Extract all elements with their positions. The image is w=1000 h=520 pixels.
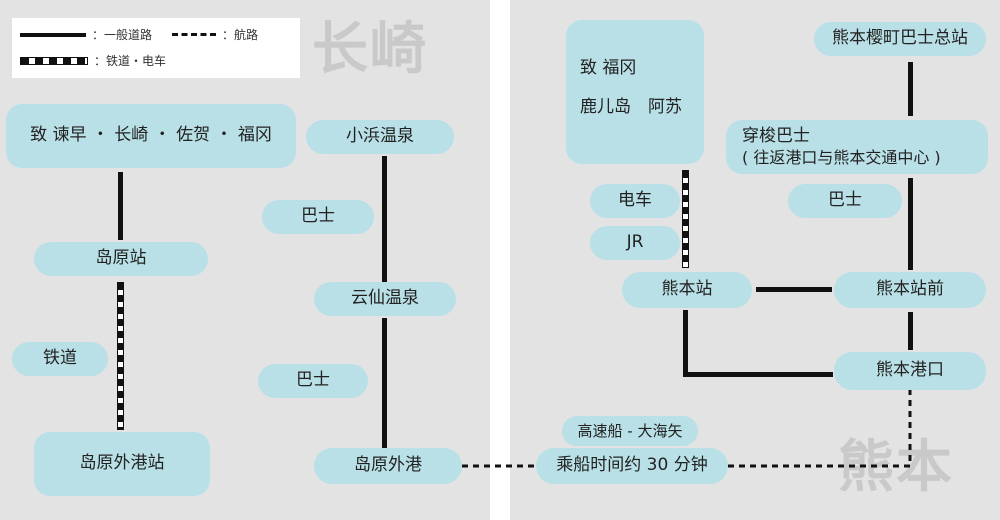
road-line: [118, 172, 123, 240]
kumamoto-station-front: 熊本站前: [834, 272, 986, 308]
destinations-box: 致 谏早 ・ 长崎 ・ 佐贺 ・ 福冈: [6, 104, 296, 168]
legend: ：一般道路 ：航路 ：铁道・电车: [12, 18, 300, 78]
road-line: [908, 178, 913, 270]
sea-route-line-icon: [172, 33, 216, 36]
kumamoto-port: 熊本港口: [834, 352, 986, 390]
bus-label: 巴士: [788, 184, 902, 218]
shimabara-port-station: 岛原外港站: [34, 432, 210, 496]
obama-onsen: 小浜温泉: [306, 120, 454, 154]
road-line: [908, 312, 913, 350]
road-line: [683, 372, 833, 377]
legend-sea: ：航路: [172, 26, 258, 43]
to-fukuoka-text: 致 福冈: [580, 58, 637, 78]
road-line: [756, 287, 832, 292]
sakuramachi-bus-terminal: 熊本樱町巴士总站: [814, 22, 986, 56]
bus-label: 巴士: [258, 364, 368, 398]
rail-line: [682, 170, 689, 268]
ferry-operator-label: 高速船 - 大海矢: [562, 416, 698, 446]
kumamoto-station: 熊本站: [622, 272, 752, 308]
legend-sea-label: ：航路: [222, 28, 259, 42]
region-label-nagasaki: 长崎: [312, 17, 428, 82]
shimabara-port: 岛原外港: [314, 448, 462, 484]
jr-label: JR: [590, 226, 680, 260]
legend-rail-label: ：铁道・电车: [94, 54, 167, 68]
road-line: [908, 62, 913, 116]
rail-line: [117, 282, 124, 430]
road-line: [683, 310, 688, 376]
rail-line-icon: [20, 56, 88, 65]
tram-label: 电车: [590, 184, 680, 218]
legend-road: ：一般道路: [20, 26, 152, 43]
shuttle-title: 穿梭巴士: [742, 126, 810, 147]
shuttle-note: ( 往返港口与熊本交通中心 ): [742, 147, 941, 167]
railway-label: 铁道: [12, 342, 108, 376]
shimabara-station: 岛原站: [34, 242, 208, 276]
destinations-box: 致 福冈 鹿儿岛 阿苏: [566, 20, 704, 164]
road-line: [382, 318, 387, 448]
road-line: [382, 156, 387, 284]
unzen-onsen: 云仙温泉: [314, 282, 456, 316]
sea-route-right-segment: [728, 390, 912, 468]
legend-rail: ：铁道・电车: [20, 52, 166, 69]
shuttle-bus-box: 穿梭巴士 ( 往返港口与熊本交通中心 ): [726, 120, 988, 174]
road-line-icon: [20, 32, 86, 37]
bus-label: 巴士: [262, 200, 374, 234]
kagoshima-aso-text: 鹿儿岛 阿苏: [580, 97, 682, 118]
ferry-duration-label: 乘船时间约 30 分钟: [536, 448, 728, 484]
legend-road-label: ：一般道路: [92, 28, 153, 42]
